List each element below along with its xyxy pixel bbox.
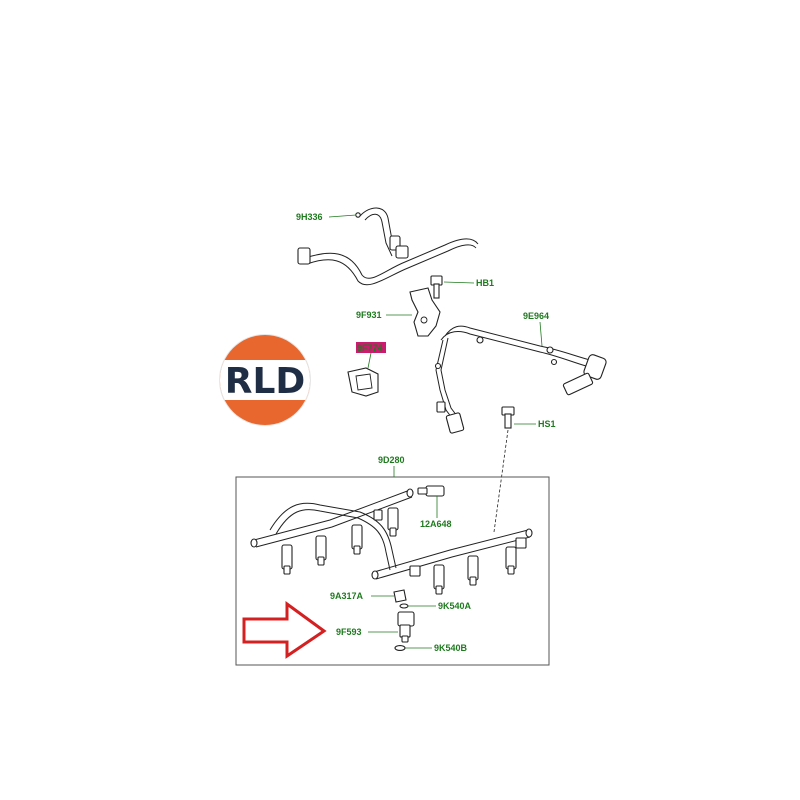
rld-logo: RLD — [219, 334, 311, 426]
label-9k540b: 9K540B — [434, 643, 468, 653]
label-9f593: 9F593 — [336, 627, 362, 637]
label-9f774-highlight — [356, 342, 386, 353]
label-9h336: 9H336 — [296, 212, 323, 222]
hs1-dashed-guide — [493, 429, 509, 533]
pressure-sensor-12a648 — [417, 485, 445, 497]
fuel-rail-group-box — [235, 476, 550, 666]
red-highlight-arrow — [242, 601, 327, 659]
bolt-hs1 — [501, 406, 515, 429]
fuel-feed-pipe-9h336 — [297, 207, 479, 286]
label-9e964: 9E964 — [523, 311, 549, 321]
bracket-9f931 — [409, 287, 441, 337]
o-ring-9k540a — [399, 603, 409, 609]
label-9a317a: 9A317A — [330, 591, 364, 601]
injector-9f593 — [397, 611, 415, 643]
clip-9f774 — [347, 367, 379, 397]
upper-rail-injectors — [281, 507, 399, 575]
label-12a648: 12A648 — [420, 519, 452, 529]
harness-9e964 — [434, 325, 607, 434]
label-hb1: HB1 — [476, 278, 494, 288]
label-9f931: 9F931 — [356, 310, 382, 320]
bolt-hb1 — [430, 275, 443, 299]
injector-clip-9a317a — [393, 589, 407, 603]
o-ring-9k540b — [394, 645, 406, 651]
label-hs1: HS1 — [538, 419, 556, 429]
logo-text: RLD — [225, 361, 306, 402]
label-9f774: 9F774 — [357, 343, 383, 353]
fuel-rail-assembly — [250, 488, 533, 595]
label-9k540a: 9K540A — [438, 601, 472, 611]
lower-rail-injectors — [409, 537, 527, 595]
label-9d280: 9D280 — [378, 455, 405, 465]
